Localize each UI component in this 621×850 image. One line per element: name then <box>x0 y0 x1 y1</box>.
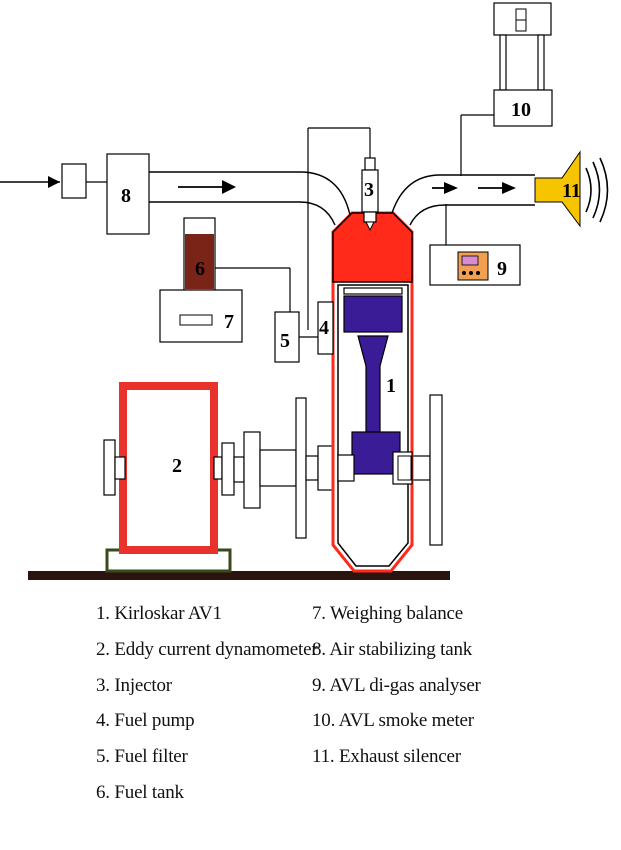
intake-pipe <box>0 163 351 226</box>
gas-analyser: 9 <box>429 204 521 286</box>
legend-item: 4. Fuel pump <box>96 710 195 732</box>
smoke-meter-column-right <box>537 34 545 91</box>
shaft-segment-1 <box>233 456 245 483</box>
legend-item: 2. Eddy current dynamometer <box>96 638 318 660</box>
label-dynamometer: 2 <box>172 455 182 477</box>
exhaust-pipe-upper <box>391 174 535 214</box>
exhaust-pipe-lower <box>409 204 535 226</box>
dynamometer-frame <box>119 382 218 554</box>
air-tank-box <box>106 153 150 235</box>
fuel-tank-fuel <box>185 234 214 289</box>
injector-base <box>363 211 377 223</box>
label-silencer: 11 <box>562 180 581 202</box>
crank-web <box>351 431 401 475</box>
sound-wave-3 <box>599 157 609 223</box>
silencer-cone <box>534 150 581 228</box>
inlet-filter-box <box>61 163 87 199</box>
smoke-meter-column-left <box>499 34 507 91</box>
shaft-segment-3 <box>305 455 319 481</box>
engine: 1 <box>331 211 414 573</box>
smoke-meter-box <box>493 89 553 127</box>
fuel-filter-pump: 5 4 <box>274 301 334 363</box>
legend-item: 8. Air stabilizing tank <box>312 638 473 660</box>
legend-item: 10. AVL smoke meter <box>312 710 474 732</box>
label-weighing-balance: 7 <box>224 311 234 333</box>
legend-column-left: 1. Kirloskar AV1 2. Eddy current dynamom… <box>96 596 318 811</box>
gas-analyser-knob-3 <box>476 271 480 275</box>
legend: 1. Kirloskar AV1 2. Eddy current dynamom… <box>0 596 621 836</box>
shaft-segment-2 <box>259 449 297 487</box>
flywheel-left <box>295 397 307 539</box>
legend-item: 5. Fuel filter <box>96 746 188 768</box>
intake-pipe-lower <box>148 201 336 226</box>
shaft-coupling-left <box>243 431 261 509</box>
air-stabilizing-tank: 8 <box>106 153 150 235</box>
legend-item: 9. AVL di-gas analyser <box>312 674 481 696</box>
legend-column-right: 7. Weighing balance 8. Air stabilizing t… <box>312 596 481 775</box>
dynamometer-left-coupling <box>103 439 116 496</box>
label-gas-analyser: 9 <box>497 258 507 280</box>
crank-bearing-left <box>337 454 355 482</box>
ground-base <box>28 571 450 580</box>
label-smoke-meter: 10 <box>511 99 531 121</box>
intake-flow-arrow <box>222 180 236 194</box>
label-engine: 1 <box>386 375 396 397</box>
injector-nozzle <box>365 221 375 232</box>
gas-analyser-knob-1 <box>462 271 466 275</box>
exhaust-flow-arrow-2 <box>502 182 516 194</box>
fuel-system: 6 7 <box>159 217 291 343</box>
dynamometer: 2 <box>103 382 235 573</box>
legend-item: 3. Injector <box>96 674 172 696</box>
exhaust-flow-arrow-1 <box>444 182 458 194</box>
label-fuel-filter: 5 <box>280 330 290 352</box>
fuel-pump-box <box>317 301 334 355</box>
legend-item: 6. Fuel tank <box>96 781 184 803</box>
legend-item: 7. Weighing balance <box>312 603 464 624</box>
drive-shaft <box>233 394 443 546</box>
engine-setup-diagram: 2 1 3 <box>0 2 609 580</box>
dynamometer-right-shaft <box>213 456 223 480</box>
flywheel-right <box>429 394 443 546</box>
dynamometer-right-coupling <box>221 442 235 496</box>
inlet-arrow-head <box>48 176 60 188</box>
exhaust-silencer: 11 <box>534 150 609 228</box>
gas-analyser-display <box>461 255 479 266</box>
label-fuel-pump: 4 <box>319 317 329 339</box>
label-fuel-tank: 6 <box>195 258 205 280</box>
legend-item: 11. Exhaust silencer <box>312 746 461 768</box>
label-air-tank: 8 <box>121 185 131 207</box>
sound-wave-2 <box>592 161 601 219</box>
label-injector: 3 <box>364 179 374 201</box>
gas-analyser-knob-2 <box>469 271 473 275</box>
piston <box>343 295 403 333</box>
sound-wave-1 <box>585 167 592 213</box>
shaft-segment-4 <box>411 455 431 481</box>
dynamometer-left-shaft <box>114 456 126 480</box>
injector: 3 <box>307 127 379 330</box>
piston-ring-plate <box>343 287 403 295</box>
exhaust-pipe <box>391 174 535 226</box>
intake-pipe-upper <box>148 171 351 216</box>
injector-tip-top <box>364 157 376 171</box>
weighing-balance-display <box>179 314 213 326</box>
engine-head <box>332 212 413 283</box>
smoke-meter: 10 <box>460 2 553 176</box>
legend-item: 1. Kirloskar AV1 <box>96 603 222 624</box>
crank-bearing-right-inner <box>397 455 412 481</box>
